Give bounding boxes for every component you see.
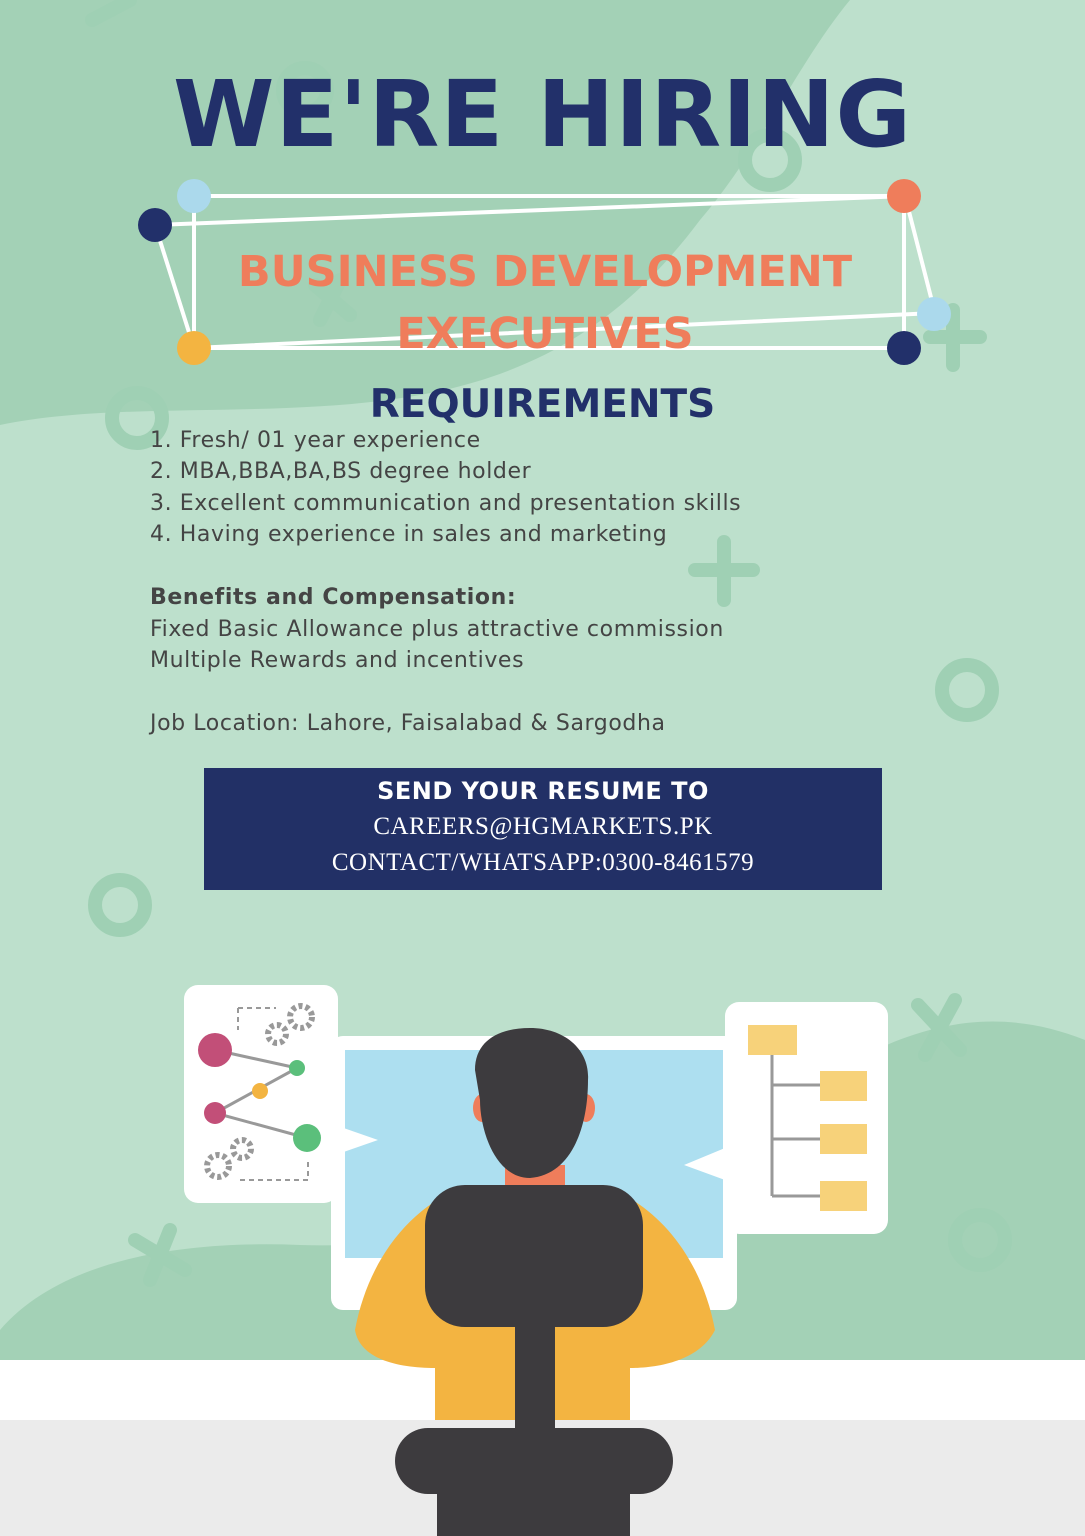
frame-dot: [917, 297, 951, 331]
benefits-heading: Benefits and Compensation:: [150, 585, 517, 610]
decor-shapes: [85, 0, 1012, 1287]
benefit-item: Fixed Basic Allowance plus attractive co…: [150, 617, 724, 642]
frame-dot: [177, 179, 211, 213]
requirement-item: 3. Excellent communication and presentat…: [150, 491, 742, 516]
frame-dot: [887, 331, 921, 365]
role-title-line2: EXECUTIVES: [396, 309, 694, 359]
job-location: Job Location: Lahore, Faisalabad & Sargo…: [150, 711, 666, 736]
right-card-illustration: [684, 1002, 888, 1234]
role-title-line1: BUSINESS DEVELOPMENT: [237, 247, 853, 297]
email-link[interactable]: CAREERS@HGMARKETS.PK: [373, 813, 713, 840]
frame-dot: [177, 331, 211, 365]
requirements-heading: REQUIREMENTS: [369, 382, 716, 427]
resume-title: SEND YOUR RESUME TO: [377, 777, 709, 805]
left-card-illustration: [184, 985, 378, 1203]
requirement-item: 4. Having experience in sales and market…: [150, 522, 668, 547]
resume-contact-box: SEND YOUR RESUME TO CAREERS@HGMARKETS.PK…: [204, 768, 882, 890]
frame-dot: [138, 208, 172, 242]
benefit-item: Multiple Rewards and incentives: [150, 648, 525, 673]
top-blob: [0, 0, 850, 425]
phone-contact[interactable]: CONTACT/WHATSAPP:0300-8461579: [331, 849, 755, 876]
requirement-item: 2. MBA,BBA,BA,BS degree holder: [150, 459, 532, 484]
frame-dot: [887, 179, 921, 213]
requirement-item: 1. Fresh/ 01 year experience: [150, 428, 481, 453]
headline: WE'RE HIRING: [172, 61, 912, 168]
person-illustration: [355, 1028, 715, 1536]
